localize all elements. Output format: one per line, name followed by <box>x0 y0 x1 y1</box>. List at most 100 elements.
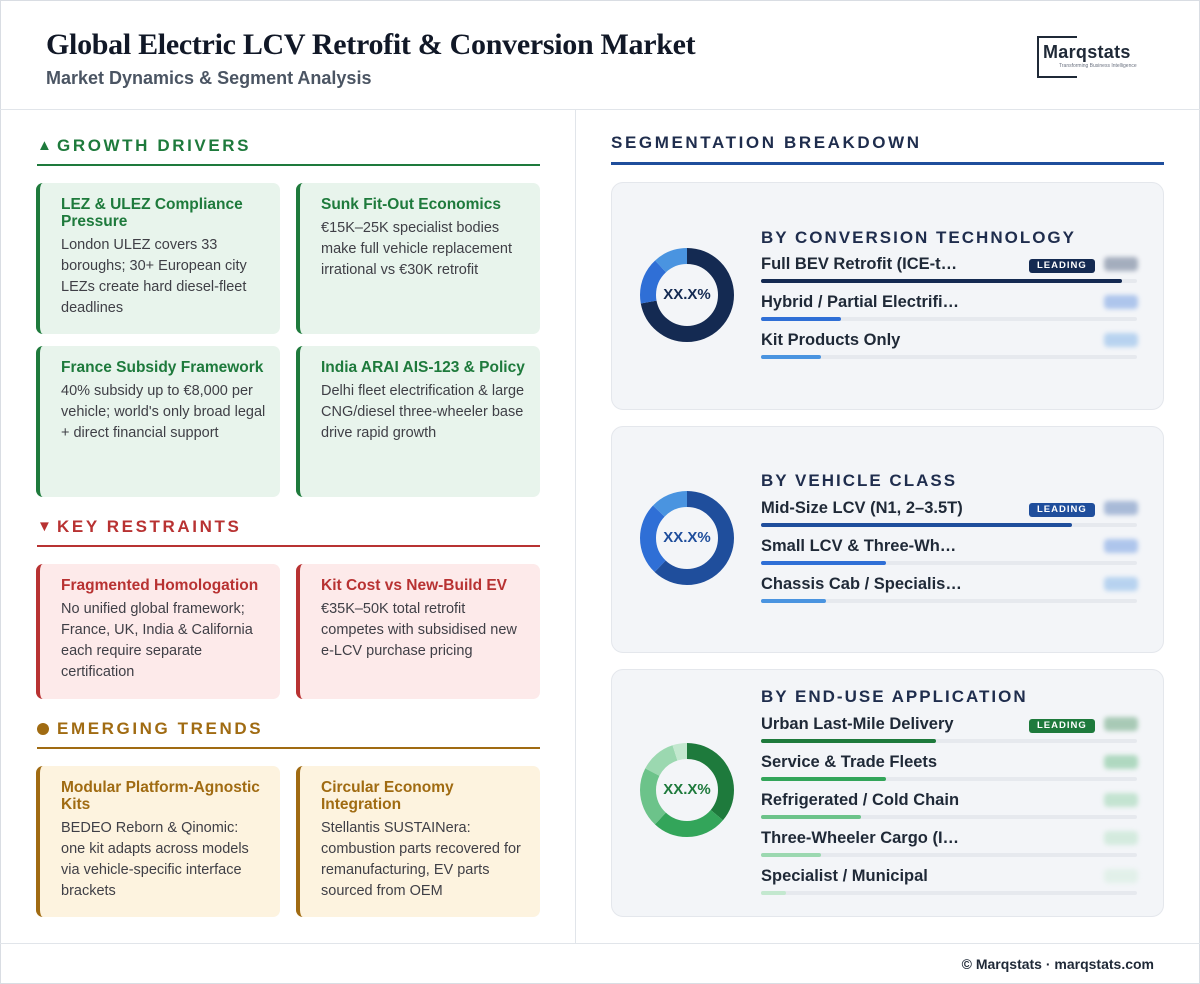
blurred-value <box>1104 257 1138 271</box>
donut-label: XX.X% <box>663 529 711 546</box>
segment-row: Three-Wheeler Cargo (I… <box>761 829 1139 859</box>
segment-row: Service & Trade Fleets <box>761 753 1139 783</box>
segment-name: Chassis Cab / Specialis… <box>761 575 962 593</box>
segment-name: Three-Wheeler Cargo (I… <box>761 829 960 847</box>
blurred-value <box>1104 333 1138 347</box>
panel-end-use-application: XX.X% BY END-USE APPLICATION Urban Last-… <box>611 669 1164 917</box>
share-bar-track <box>761 523 1137 527</box>
blurred-value <box>1104 539 1138 553</box>
driver-card-lez-ulez: LEZ & ULEZ Compliance Pressure London UL… <box>36 183 280 334</box>
blurred-value <box>1104 831 1138 845</box>
blurred-value <box>1104 793 1138 807</box>
panel-conversion-technology: XX.X% BY CONVERSION TECHNOLOGY Full BEV … <box>611 182 1164 410</box>
segment-name: Specialist / Municipal <box>761 867 928 885</box>
driver-card-body: 40% subsidy up to €8,000 per vehicle; wo… <box>61 383 266 441</box>
key-restraints-rule <box>37 545 540 547</box>
restraint-card-homologation: Fragmented Homologation No unified globa… <box>36 564 280 699</box>
page-header: Global Electric LCV Retrofit & Conversio… <box>0 0 1200 110</box>
restraint-card-body: €35K–50K total retrofit competes with su… <box>321 601 517 659</box>
trend-card-circular-economy: Circular Economy Integration Stellantis … <box>296 766 540 917</box>
trend-card-modular-kits: Modular Platform-Agnostic Kits BEDEO Reb… <box>36 766 280 917</box>
donut-chart <box>640 743 734 837</box>
restraint-card-title: Fragmented Homologation <box>61 577 259 594</box>
share-bar-track <box>761 777 1137 781</box>
logo-text: Marqstats <box>1043 42 1131 62</box>
donut-slice <box>640 743 734 837</box>
donut-label: XX.X% <box>663 286 711 303</box>
donut-slice <box>640 248 734 342</box>
share-bar-track <box>761 815 1137 819</box>
logo-tagline: Transforming Business Intelligence <box>1059 63 1137 69</box>
growth-drivers-heading: ▲ GROWTH DRIVERS <box>37 136 540 166</box>
share-bar-fill <box>761 561 886 565</box>
column-divider <box>575 110 576 943</box>
driver-card-title: France Subsidy Framework <box>61 359 264 376</box>
segment-row: Refrigerated / Cold Chain <box>761 791 1139 821</box>
page-subtitle: Market Dynamics & Segment Analysis <box>46 68 372 88</box>
share-bar-track <box>761 853 1137 857</box>
donut-chart <box>640 248 734 342</box>
restraint-card-title: Kit Cost vs New-Build EV <box>321 577 508 594</box>
key-restraints-heading: ▼ KEY RESTRAINTS <box>37 517 540 547</box>
leading-badge: LEADING <box>1029 503 1095 517</box>
share-bar-track <box>761 279 1137 283</box>
growth-drivers-title: GROWTH DRIVERS <box>57 136 252 155</box>
logo-bracket <box>1037 36 1077 78</box>
segment-name: Hybrid / Partial Electrifi… <box>761 293 960 311</box>
driver-card-body: €15K–25K specialist bodies make full veh… <box>321 220 513 278</box>
share-bar-track <box>761 599 1137 603</box>
share-bar-fill <box>761 355 821 359</box>
vehicle-class-donut: XX.X% <box>640 491 734 585</box>
segmentation-rule <box>611 162 1164 165</box>
donut-slice <box>640 743 734 837</box>
donut-slice <box>640 743 734 837</box>
segment-name: Urban Last-Mile Delivery <box>761 715 954 733</box>
restraint-card-kit-cost: Kit Cost vs New-Build EV €35K–50K total … <box>296 564 540 699</box>
marqstats-logo: Marqstats Transforming Business Intellig… <box>1037 36 1161 78</box>
share-bar-fill <box>761 599 826 603</box>
panel-title: BY END-USE APPLICATION <box>761 687 1028 706</box>
blurred-value <box>1104 577 1138 591</box>
driver-card-body: London ULEZ covers 33 boroughs; 30+ Euro… <box>61 237 247 316</box>
leading-badge: LEADING <box>1029 259 1095 273</box>
segment-name: Full BEV Retrofit (ICE-t… <box>761 255 958 273</box>
circle-dot-icon <box>37 719 49 735</box>
page-title: Global Electric LCV Retrofit & Conversio… <box>46 28 696 61</box>
share-bar-fill <box>761 279 1122 283</box>
trend-card-body: Stellantis SUSTAINera: combustion parts … <box>321 820 521 899</box>
driver-card-title: LEZ & ULEZ Compliance Pressure <box>61 196 243 230</box>
segment-name: Refrigerated / Cold Chain <box>761 791 960 809</box>
panel-vehicle-class: XX.X% BY VEHICLE CLASS Mid-Size LCV (N1,… <box>611 426 1164 653</box>
driver-card-sunk-fit-out: Sunk Fit-Out Economics €15K–25K speciali… <box>296 183 540 334</box>
blurred-value <box>1104 755 1138 769</box>
segment-row: Hybrid / Partial Electrifi… <box>761 293 1139 323</box>
segment-name: Kit Products Only <box>761 331 901 349</box>
segment-row: Small LCV & Three-Wh… <box>761 537 1139 567</box>
blurred-value <box>1104 717 1138 731</box>
leading-badge: LEADING <box>1029 719 1095 733</box>
trend-card-title: Circular Economy Integration <box>321 779 454 813</box>
donut-slice <box>640 491 734 585</box>
segmentation-heading: SEGMENTATION BREAKDOWN <box>611 133 922 152</box>
emerging-trends-rule <box>37 747 540 749</box>
share-bar-fill <box>761 523 1072 527</box>
growth-drivers-rule <box>37 164 540 166</box>
segment-row: Specialist / Municipal <box>761 867 1139 897</box>
segment-row: Full BEV Retrofit (ICE-t… LEADING <box>761 255 1139 285</box>
segment-name: Service & Trade Fleets <box>761 753 938 771</box>
emerging-trends-heading: EMERGING TRENDS <box>37 719 540 749</box>
donut-slice <box>640 491 734 585</box>
blurred-value <box>1104 501 1138 515</box>
donut-label: XX.X% <box>663 781 711 798</box>
share-bar-fill <box>761 891 786 895</box>
restraint-card-body: No unified global framework; France, UK,… <box>61 601 253 680</box>
footer-copyright: © Marqstats · marqstats.com <box>961 956 1154 972</box>
triangle-down-icon: ▼ <box>37 518 52 535</box>
share-bar-fill <box>761 777 886 781</box>
driver-card-title: Sunk Fit-Out Economics <box>321 196 501 213</box>
blurred-value <box>1104 869 1138 883</box>
segment-name: Mid-Size LCV (N1, 2–3.5T) <box>761 499 963 517</box>
donut-slice <box>640 248 734 342</box>
panel-title: BY CONVERSION TECHNOLOGY <box>761 228 1076 247</box>
segment-row: Kit Products Only <box>761 331 1139 361</box>
